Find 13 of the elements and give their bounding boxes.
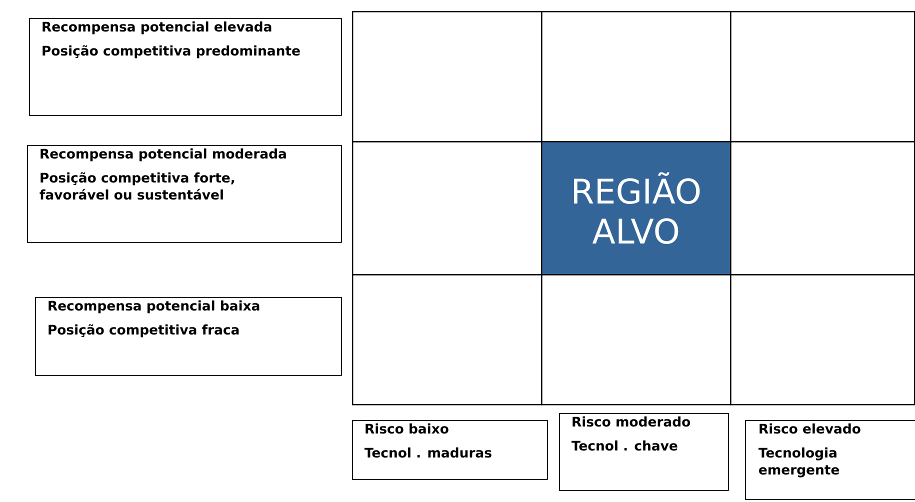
label-box: Risco moderado Tecnol . chave [559,413,729,491]
grid-cell [541,274,732,406]
label-box: Risco elevado Tecnologia emergente [745,420,915,500]
target-cell: REGIÃO ALVO [541,141,732,276]
label-box: Recompensa potencial elevada Posição competitiva predominante [29,18,342,116]
label-box: Risco baixo Tecnol . maduras [352,420,548,480]
grid-cell [730,11,915,142]
grid-cell [352,11,542,142]
grid-cell [352,274,542,406]
grid-cell [730,274,915,406]
grid-cell [730,141,915,276]
label-box: Recompensa potencial moderada Posição competitiva forte, favorável ou sustentável [27,145,342,243]
label-box: Recompensa potencial baixa Posição competitiva fraca [35,297,342,376]
